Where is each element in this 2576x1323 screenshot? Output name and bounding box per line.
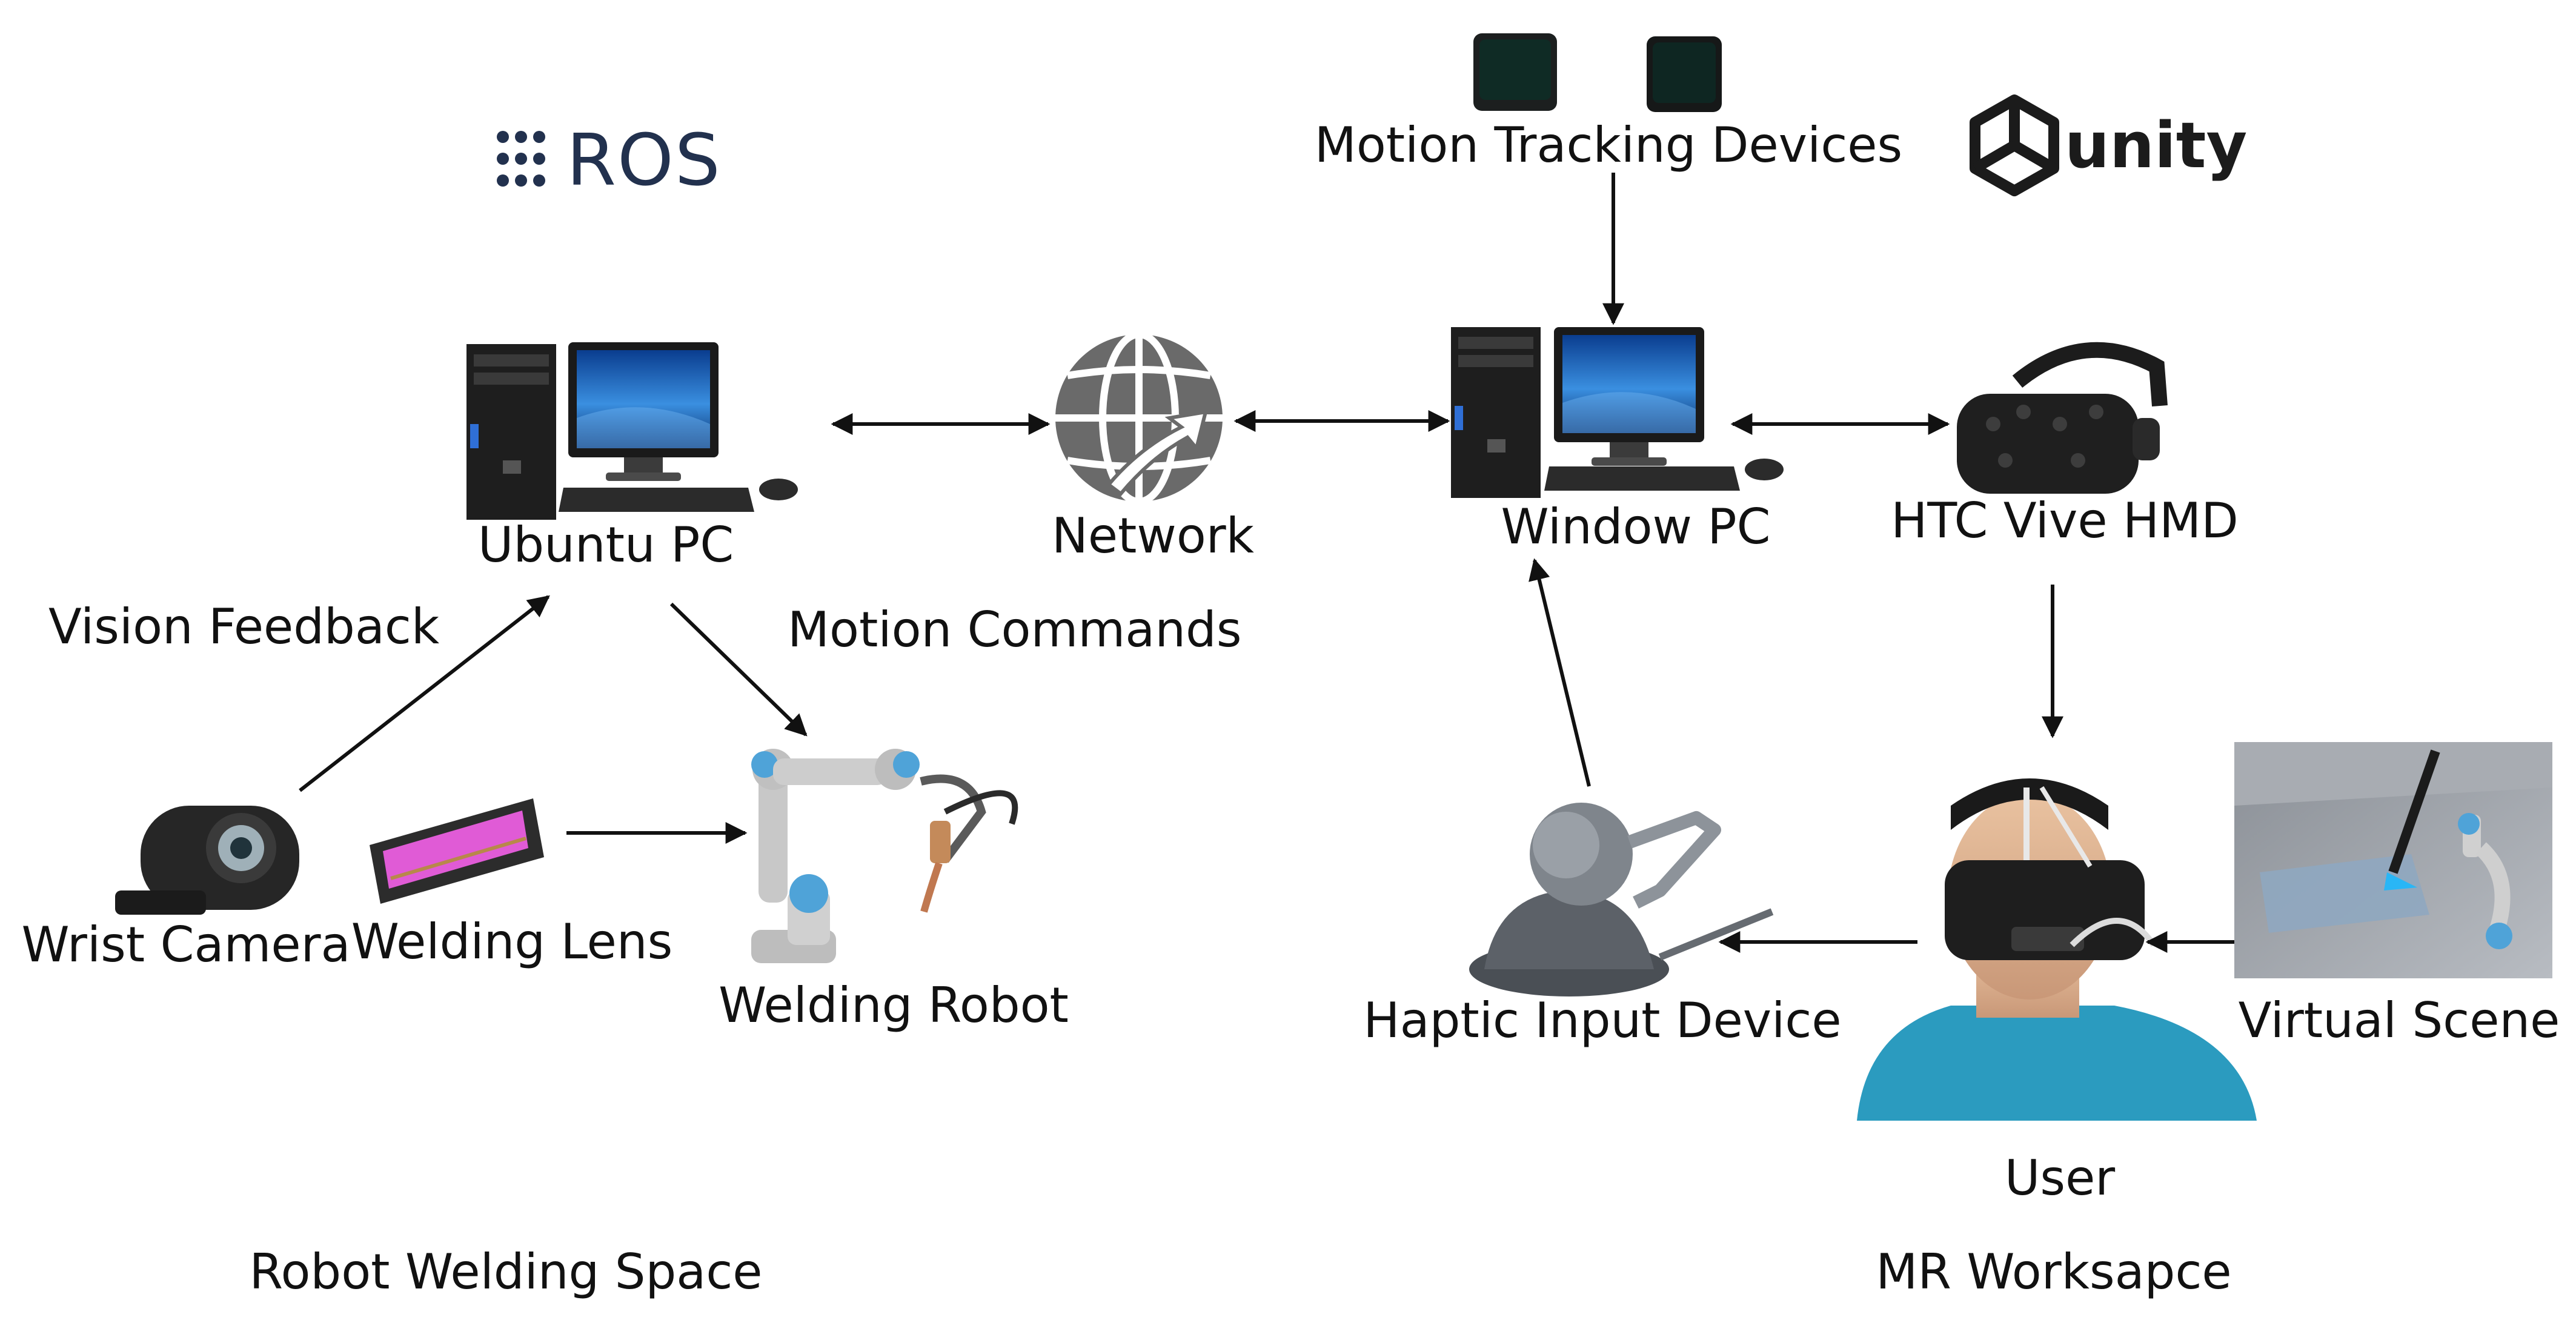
- vr-headset-icon: [1957, 342, 2168, 494]
- virtual-scene-image: [2234, 742, 2552, 978]
- window-pc-icon: [1451, 327, 1784, 498]
- label-mr-workspace: MR Worksapce: [1876, 1244, 2232, 1300]
- label-haptic-device: Haptic Input Device: [1363, 992, 1842, 1049]
- label-vision-feedback: Vision Feedback: [48, 598, 440, 655]
- label-welding-robot: Welding Robot: [719, 977, 1069, 1033]
- label-robot-welding-space: Robot Welding Space: [249, 1244, 763, 1300]
- ros-logo-icon: [497, 131, 545, 187]
- arrows: [299, 173, 2234, 953]
- network-globe-icon: [1055, 331, 1223, 505]
- arrow-ubuntu-robot: [669, 602, 808, 737]
- label-wrist-camera: Wrist Camera: [21, 917, 351, 973]
- arrow-haptic-window: [1529, 558, 1591, 787]
- welding-lens-icon: [370, 798, 544, 904]
- ros-logo-text: ROS: [566, 118, 722, 202]
- label-user: User: [2004, 1150, 2116, 1206]
- label-virtual-scene: Virtual Scene: [2238, 992, 2560, 1049]
- label-ubuntu-pc: Ubuntu PC: [477, 517, 734, 573]
- motion-tracking-device-icon: [1473, 33, 1722, 112]
- user-photo-icon: [1857, 778, 2257, 1121]
- label-motion-tracking: Motion Tracking Devices: [1314, 117, 1903, 173]
- label-htc-vive: HTC Vive HMD: [1891, 492, 2239, 549]
- label-network: Network: [1051, 508, 1255, 564]
- label-welding-lens: Welding Lens: [351, 913, 673, 970]
- haptic-device-icon: [1469, 803, 1774, 996]
- unity-logo-icon: [1970, 94, 2059, 196]
- unity-logo-text: unity: [2065, 108, 2248, 182]
- welding-robot-icon: [751, 749, 1018, 963]
- wrist-camera-icon: [115, 806, 299, 915]
- label-window-pc: Window PC: [1501, 499, 1771, 555]
- ubuntu-pc-icon: [466, 342, 798, 520]
- arrow-camera-ubuntu: [299, 595, 550, 792]
- label-motion-commands: Motion Commands: [788, 602, 1242, 658]
